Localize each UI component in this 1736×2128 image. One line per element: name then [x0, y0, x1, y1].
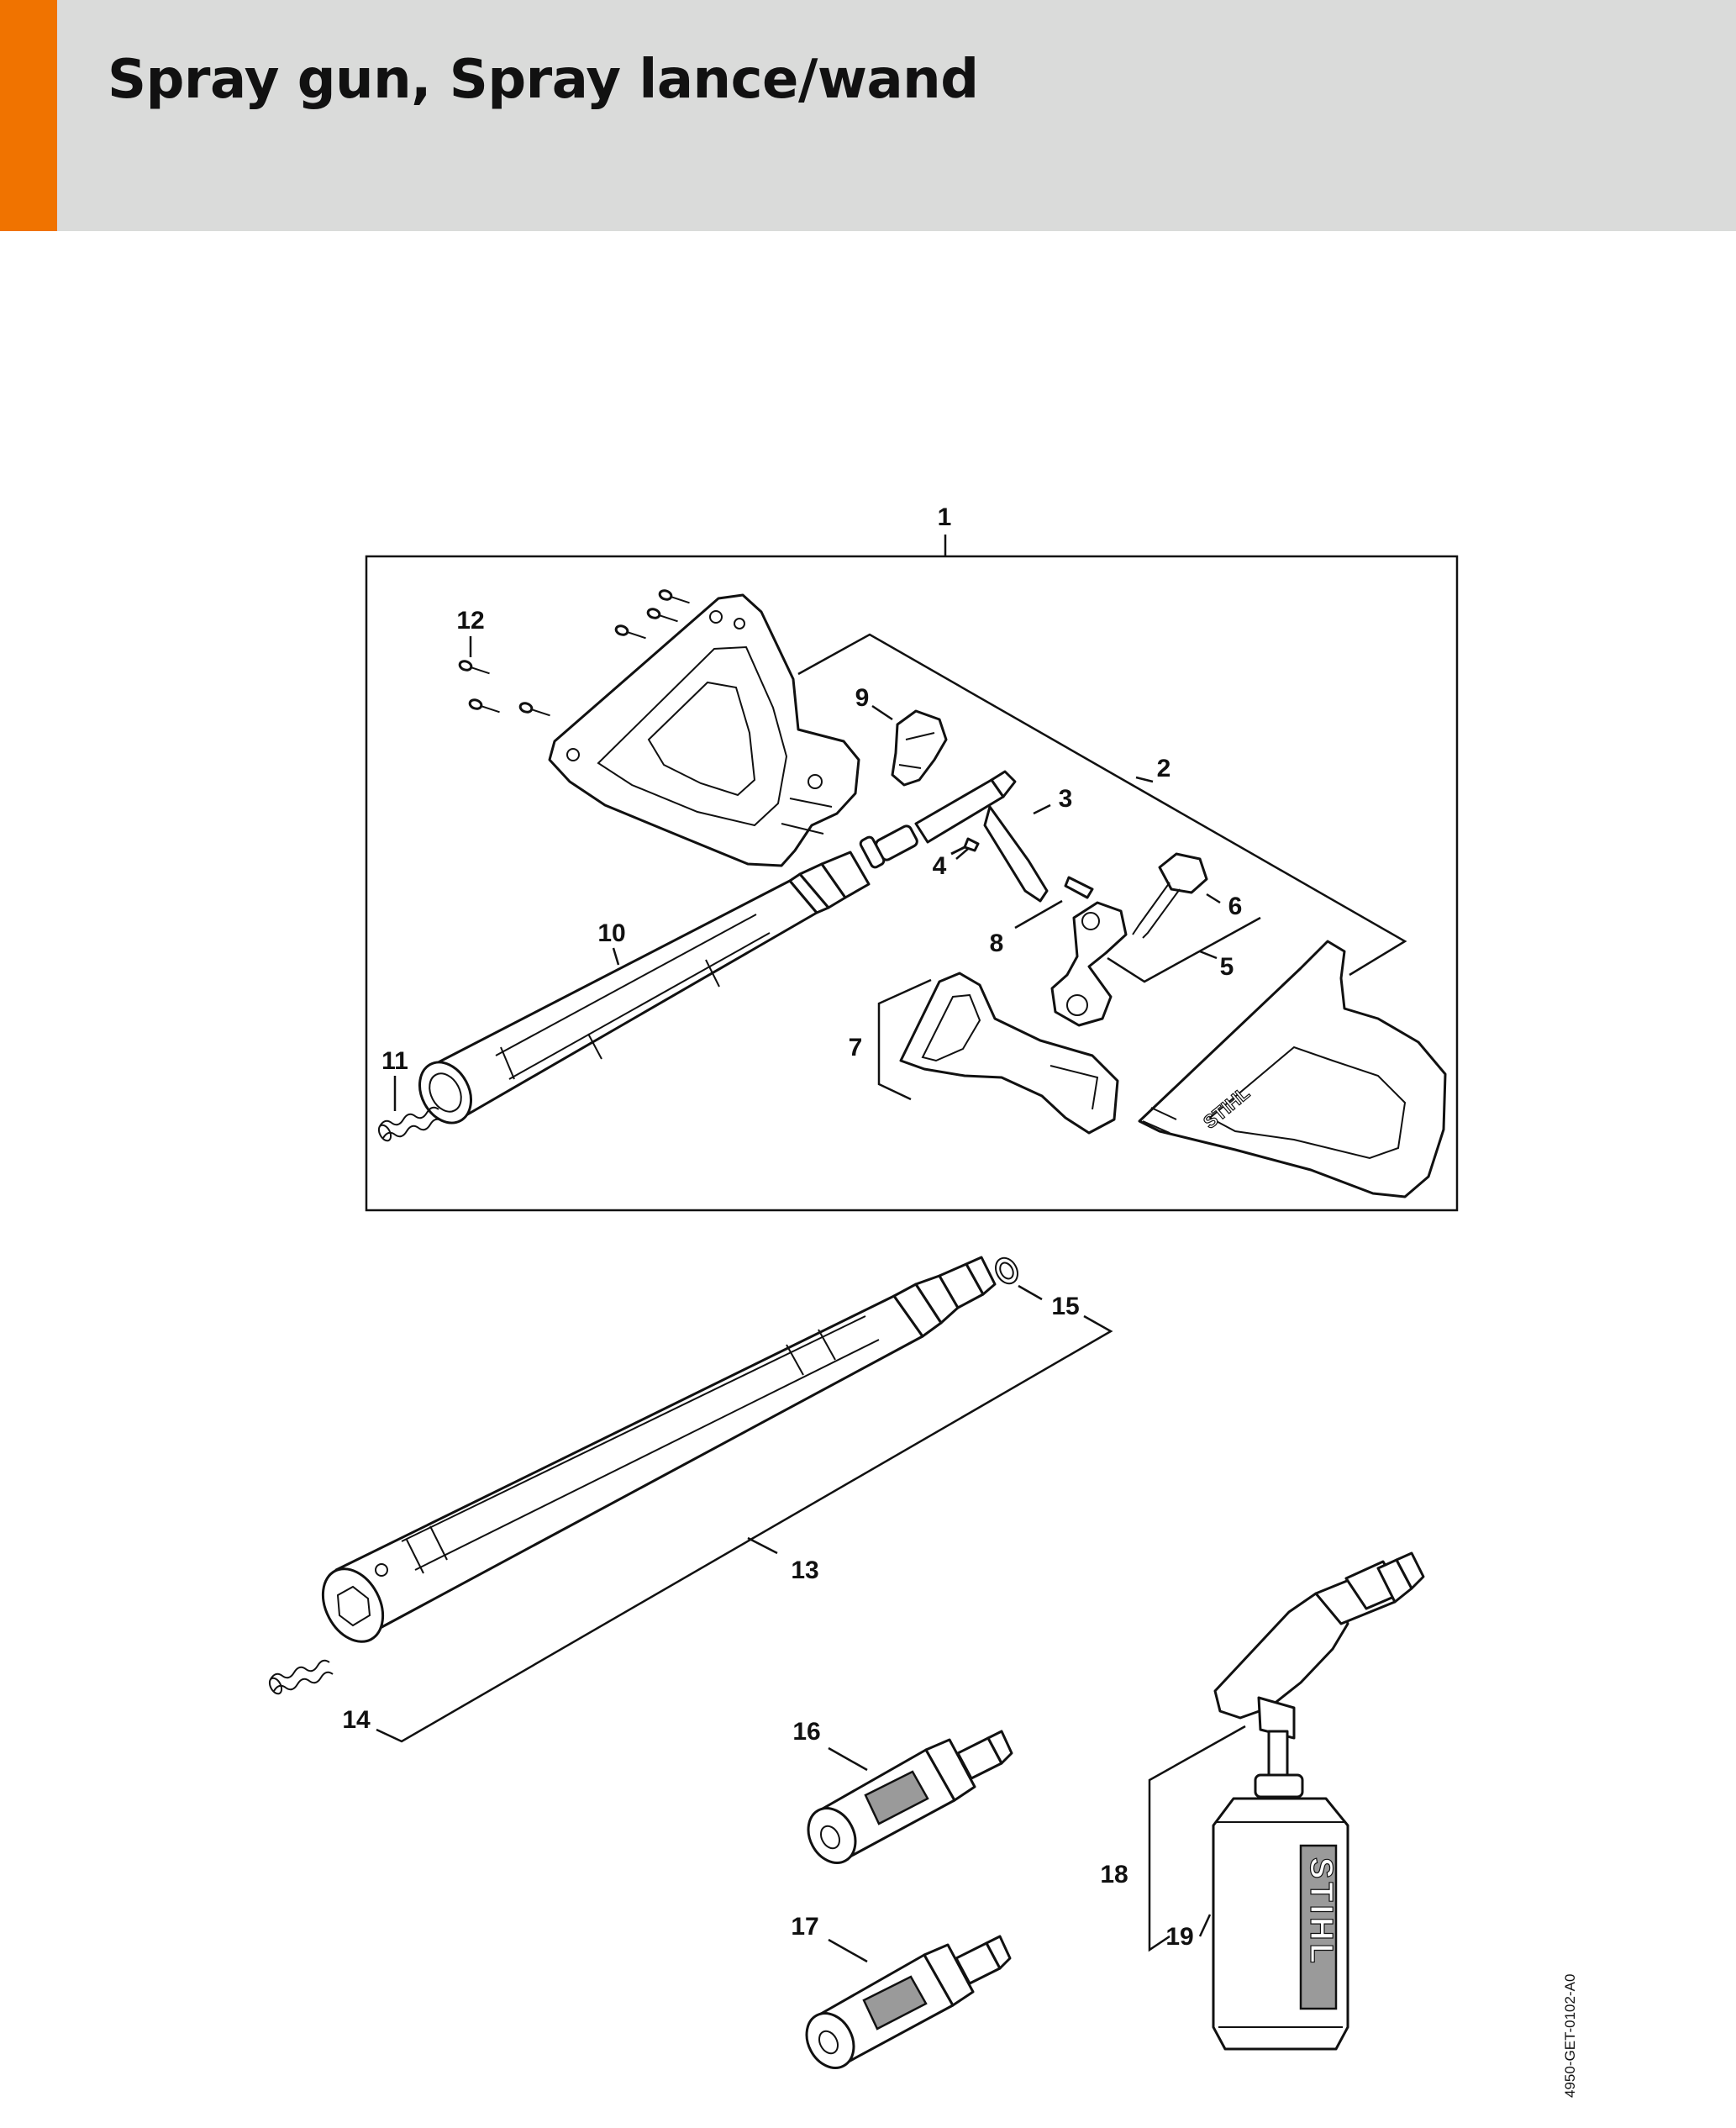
callout-13: 13 — [791, 1556, 818, 1584]
part-12-screws — [458, 589, 690, 717]
callout-leader-16 — [828, 1746, 868, 1772]
callout-7: 7 — [849, 1034, 863, 1061]
callout-bracket-18 — [1148, 1725, 1246, 1952]
part-19-foam-bottle: STIHL — [1212, 1551, 1425, 2051]
part-16-rotary-nozzle — [807, 1730, 1013, 1864]
callout-leader-19 — [1198, 1914, 1212, 1937]
callout-leader-17 — [828, 1938, 868, 1963]
housing-half-shell — [548, 593, 860, 867]
callout-bracket-7 — [877, 978, 932, 1101]
part-4-pin — [950, 837, 980, 856]
callout-3: 3 — [1059, 785, 1073, 813]
callout-12: 12 — [456, 607, 484, 635]
callout-10: 10 — [597, 919, 625, 947]
callout-4: 4 — [933, 852, 947, 880]
callout-leader-6 — [1206, 893, 1221, 904]
header-band — [0, 0, 1736, 231]
callout-leader-15 — [1018, 1284, 1043, 1301]
callout-11: 11 — [381, 1047, 408, 1075]
callout-19: 19 — [1165, 1923, 1193, 1951]
callout-leader-9 — [871, 704, 893, 721]
part-10-extension-tube — [418, 851, 871, 1125]
callout-15: 15 — [1051, 1293, 1079, 1320]
callout-16: 16 — [792, 1718, 820, 1746]
header-accent-bar — [0, 0, 57, 231]
assembly-frame — [365, 555, 1459, 1212]
callout-14: 14 — [342, 1706, 371, 1734]
part-6-trigger-lock — [1132, 852, 1208, 939]
document-code: 4950-GET-0102-A0 — [1562, 1974, 1578, 2098]
part-3-valve-tube — [859, 770, 1049, 903]
callout-bracket-2 — [797, 633, 1407, 977]
callout-bracket-5 — [1107, 916, 1261, 983]
part-8-valve-body — [1050, 876, 1128, 1027]
callout-leader-8 — [1014, 899, 1063, 930]
callout-1: 1 — [938, 503, 952, 531]
callout-leader-3 — [1033, 803, 1051, 815]
part-11-spring — [377, 1106, 443, 1142]
part-17-flat-jet-nozzle — [805, 1935, 1012, 2069]
part-15-o-ring — [995, 1256, 1018, 1285]
part-13-spray-lance — [321, 1256, 997, 1643]
part-9-clip — [891, 709, 948, 787]
callout-8: 8 — [990, 930, 1004, 957]
callout-9: 9 — [855, 684, 870, 712]
callout-leader-5 — [1199, 950, 1218, 960]
callout-bracket-13-15 — [376, 1314, 1113, 1743]
callout-leader-13 — [747, 1536, 778, 1555]
callout-5: 5 — [1220, 953, 1234, 981]
bottle-brand-label: STIHL — [1303, 1857, 1339, 1967]
part-7-trigger-lever — [899, 972, 1119, 1135]
callout-2: 2 — [1157, 755, 1171, 782]
callout-17: 17 — [791, 1913, 818, 1941]
callout-18: 18 — [1100, 1861, 1128, 1888]
callout-leader-4 — [955, 848, 969, 860]
part-14-spring — [268, 1659, 334, 1695]
callout-leader-10 — [612, 947, 620, 966]
callout-6: 6 — [1228, 893, 1243, 920]
gun-handle-shell: STIHL — [1138, 940, 1447, 1198]
page-title: Spray gun, Spray lance/wand — [108, 49, 979, 111]
